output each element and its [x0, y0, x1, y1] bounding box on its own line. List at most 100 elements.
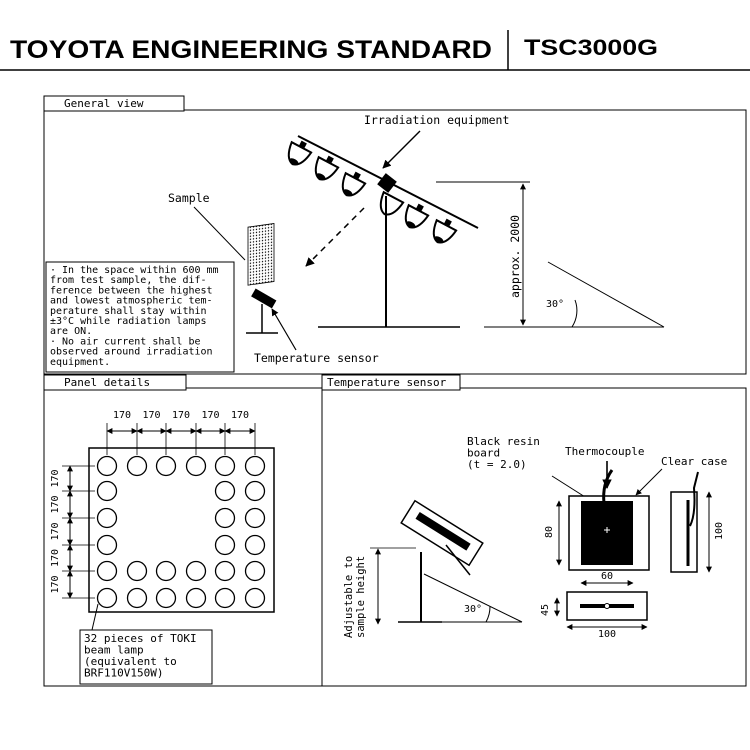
- temperature-sensor-tab: [321, 374, 461, 391]
- lamp-array: [287, 140, 458, 244]
- note-line: perature shall stay within: [50, 306, 207, 317]
- beam-lamp: [126, 587, 148, 609]
- dim-60-label: 60: [601, 571, 613, 582]
- row-spacing-label: 170: [50, 522, 61, 540]
- angle-arc: [571, 299, 578, 328]
- beam-lamp: [96, 587, 118, 609]
- note-line: observed around irradiation: [50, 347, 213, 358]
- panel-note-box: [79, 629, 213, 685]
- lamp-lens: [343, 189, 353, 196]
- angled-arc: [485, 605, 491, 623]
- row-spacing-label: 170: [50, 575, 61, 593]
- note-line: ference between the highest: [50, 285, 213, 296]
- panel-note-leader: [91, 603, 99, 631]
- panel-note-line: (equivalent to: [84, 655, 177, 668]
- angled-board: [415, 512, 471, 551]
- col-spacing-label: 170: [113, 410, 131, 421]
- header-title: TOYOTA ENGINEERING STANDARD: [10, 36, 492, 64]
- lamp-shell: [287, 140, 313, 166]
- note-line: and lowest atmospheric tem-: [50, 296, 213, 307]
- general-view-tab: [43, 95, 185, 112]
- lamp-shell: [341, 171, 367, 197]
- sample-leader: [193, 206, 246, 261]
- beam-lamp: [155, 587, 177, 609]
- spot-lamp: [314, 155, 340, 181]
- dim-100-bottom-label: 100: [598, 629, 616, 640]
- angled-angle-label: 30°: [464, 604, 482, 615]
- angle-hypotenuse: [547, 261, 665, 328]
- note-line: from test sample, the dif-: [50, 275, 207, 286]
- beam-lamp: [185, 455, 207, 477]
- beam-lamp: [214, 560, 236, 582]
- irradiation-label: Irradiation equipment: [364, 113, 509, 127]
- beam-lamp: [244, 480, 266, 502]
- lamp-lens: [434, 236, 444, 243]
- side-case: [670, 491, 698, 573]
- note-line: equipment.: [50, 357, 110, 368]
- lamp-shell: [432, 218, 458, 244]
- spot-lamp: [379, 190, 405, 216]
- col-spacing-label: 170: [202, 410, 220, 421]
- note-line: ±3°C while radiation lamps: [50, 316, 207, 327]
- dim-100-side-label: 100: [714, 522, 725, 540]
- adjustable-label-line: Adjustable to: [343, 556, 355, 638]
- sensor-side-view: 100: [670, 471, 725, 573]
- beam-lamp: [96, 480, 118, 502]
- header-code: TSC3000G: [524, 35, 658, 60]
- panel-note-line: BRF110V150W): [84, 667, 163, 680]
- board-label-line: board: [467, 447, 500, 460]
- col-spacing-label: 170: [172, 410, 190, 421]
- beam-lamp: [214, 587, 236, 609]
- lamp-shell: [404, 203, 430, 229]
- notes-box: [45, 261, 235, 373]
- adjustable-label-line: sample height: [355, 556, 367, 638]
- beam-lamp: [185, 560, 207, 582]
- lamp-grid: [96, 455, 266, 609]
- panel-details-tab-label: Panel details: [64, 376, 150, 389]
- spot-lamp: [432, 218, 458, 244]
- temperature-sensor-tab-label: Temperature sensor: [327, 376, 447, 389]
- lamp-neck: [325, 155, 334, 164]
- beam-lamp: [214, 480, 236, 502]
- thermocouple-label: Thermocouple: [565, 445, 644, 458]
- col-spacing-label: 170: [231, 410, 249, 421]
- spot-lamp: [341, 171, 367, 197]
- temperature-sensor-frame: [321, 387, 747, 687]
- spot-lamp: [287, 140, 313, 166]
- spot-lamp: [404, 203, 430, 229]
- lamp-neck: [298, 140, 307, 149]
- lamp-lens: [316, 173, 326, 180]
- beam-lamp: [244, 560, 266, 582]
- angled-cable: [445, 544, 471, 576]
- beam-lamp: [214, 507, 236, 529]
- row-spacing-label: 170: [50, 469, 61, 487]
- dim-45-label: 45: [540, 604, 551, 616]
- general-view-frame: [43, 109, 747, 375]
- front-cable: [602, 469, 614, 504]
- lamp-lens: [289, 158, 299, 165]
- beam-lamp: [96, 455, 118, 477]
- irradiation-leader: [382, 130, 421, 169]
- side-cable: [689, 471, 699, 527]
- temp-sensor-label: Temperature sensor: [254, 351, 379, 365]
- beam-lamp: [244, 534, 266, 556]
- bottom-hole: [604, 603, 610, 609]
- beam-lamp: [96, 560, 118, 582]
- lamp-neck: [352, 171, 361, 180]
- panel-note-line: beam lamp: [84, 644, 144, 657]
- note-line: · No air current shall be: [50, 336, 201, 347]
- beam-lamp: [96, 507, 118, 529]
- col-spacing-label: 170: [143, 410, 161, 421]
- height-label: approx. 2000: [508, 215, 522, 298]
- lamp-neck: [443, 218, 452, 227]
- beam-lamp: [126, 455, 148, 477]
- general-view-section: General view Irradiation equipment Sampl…: [43, 95, 665, 373]
- temp-sensor-leader: [271, 308, 297, 351]
- lamp-shell: [379, 190, 405, 216]
- sample-panel: [247, 223, 275, 286]
